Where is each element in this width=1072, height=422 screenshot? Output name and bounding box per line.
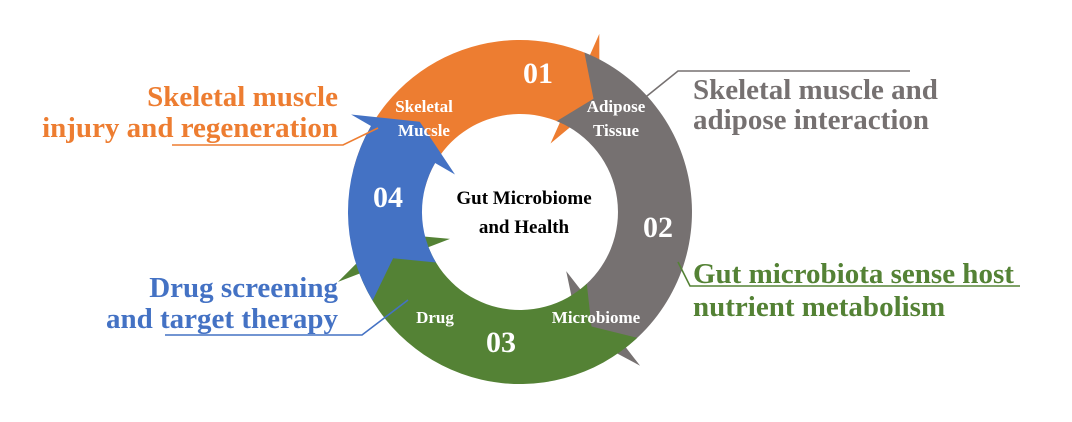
segment-name-adipose-line1: Adipose <box>587 97 646 116</box>
segment-name-microbiome: Microbiome <box>552 308 641 327</box>
ring-segment-adipose-tissue <box>556 52 692 366</box>
segment-number-01: 01 <box>523 57 553 90</box>
callout-leader-03 <box>677 261 1020 287</box>
segment-name-skeletal-line1: Skeletal <box>395 97 453 116</box>
segment-number-04: 04 <box>373 181 403 214</box>
callout-leader-04 <box>165 299 409 336</box>
center-title-line2: and Health <box>479 217 570 238</box>
callout-03-line1: Gut microbiota sense host <box>693 258 1014 290</box>
ring-segments <box>338 33 692 385</box>
segment-name-adipose-line2: Tissue <box>593 121 639 140</box>
callout-01-line2: injury and regeneration <box>42 112 338 144</box>
callout-leader-02 <box>641 70 910 101</box>
segment-number-02: 02 <box>643 211 673 244</box>
callout-03-line2: nutrient metabolism <box>693 291 945 323</box>
callout-04-line2: and target therapy <box>106 303 338 335</box>
segment-name-drug: Drug <box>416 308 454 327</box>
callout-leader-01 <box>172 127 379 146</box>
center-title-line1: Gut Microbiome <box>456 188 591 209</box>
ring-segment-drug <box>347 114 455 301</box>
callout-01-line1: Skeletal muscle <box>147 81 338 113</box>
segment-name-skeletal-line2: Mucsle <box>398 121 450 140</box>
callout-02-line1: Skeletal muscle and <box>693 74 938 106</box>
segment-number-03: 03 <box>486 326 516 359</box>
callout-04-line1: Drug screening <box>149 272 338 304</box>
ring-segment-microbiome <box>338 233 638 385</box>
callout-02-line2: adipose interaction <box>693 104 929 136</box>
